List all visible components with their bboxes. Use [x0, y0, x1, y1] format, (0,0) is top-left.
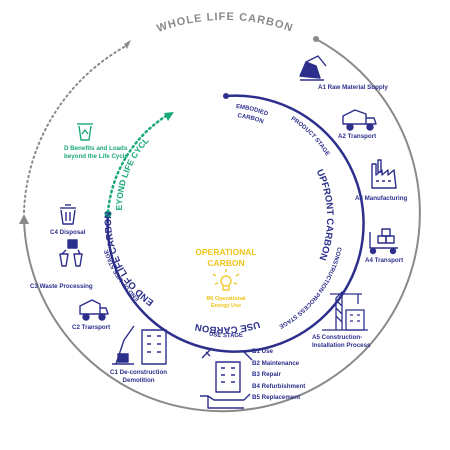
- c4-label: C4 Disposal: [50, 229, 86, 236]
- b5-label: B5 Replacement: [252, 394, 301, 401]
- lightbulb-icon: [212, 269, 240, 291]
- c1-label: C1 De-construction Demolition: [110, 369, 167, 384]
- c1-label-line2: Demolition: [122, 376, 155, 384]
- operational-label-line1: B6 Operational: [206, 296, 246, 302]
- operational-title-line1: OPERATIONAL: [195, 247, 256, 257]
- beyond-arc-start-dot: [104, 210, 112, 218]
- d-label-line2: beyond the Life Cycle: [64, 152, 128, 160]
- recycle-bin-icon: [77, 123, 93, 141]
- dump-truck-icon: [79, 299, 109, 321]
- excavator-icon: [299, 55, 327, 81]
- a1-label: A1 Raw Material Supply: [318, 84, 388, 91]
- inner-arc-start-dot: [223, 93, 229, 99]
- dotted-arc-arrowhead: [124, 40, 131, 49]
- b4-label: B4 Refurbishment: [252, 382, 306, 390]
- c1-label-line1: C1 De-construction: [110, 369, 168, 376]
- use-carbon-label: USE CARBON: [194, 318, 261, 335]
- a3-label: A3 Manufacturing: [355, 195, 408, 202]
- beyond-life-cycle-arc: [106, 114, 168, 214]
- b-labels: B1 Use B2 Maintenance B3 Repair B4 Refur…: [252, 346, 305, 404]
- inner-carbon-arc: [106, 94, 365, 353]
- factory-icon: [371, 159, 397, 189]
- dump-truck-icon: [342, 109, 377, 131]
- construction-stage-label: CONSTRUCTION PROCESS STAGE: [278, 246, 342, 329]
- outer-arc-arrowhead: [19, 214, 29, 224]
- title-arc-text: WHOLE LIFE CARBON: [155, 11, 294, 35]
- a2-label: A2 Transport: [338, 133, 377, 140]
- a4-label: A4 Transport: [365, 257, 404, 264]
- d-label: D Benefits and Loads beyond the Life Cyc…: [64, 145, 128, 160]
- product-stage-label: PRODUCT STAGE: [290, 116, 330, 157]
- c3-label: C3 Waste Processing: [30, 283, 93, 290]
- demolition-icon: [112, 325, 167, 365]
- operational-label-line2: Energy Use: [211, 303, 241, 309]
- crane-icon: [322, 291, 368, 331]
- upfront-carbon-label: UPFRONT CARBON: [314, 168, 335, 262]
- a5-label-line2: Installation Process: [312, 341, 371, 349]
- building-hand-icon: [200, 347, 253, 409]
- d-label-line1: D Benefits and Loads: [64, 145, 128, 152]
- operational-title-line2: CARBON: [207, 258, 244, 268]
- bin-icon: [60, 204, 76, 225]
- waste-processing-icon: [59, 239, 83, 267]
- b1-label: B1 Use: [252, 348, 273, 355]
- a5-label-line1: A5 Construction-: [312, 334, 363, 341]
- b3-label: B3 Repair: [252, 371, 281, 378]
- whole-life-outer-arc: [23, 38, 421, 413]
- whole-life-dotted-arc: [23, 45, 127, 213]
- beyond-arc-arrowhead: [164, 112, 174, 121]
- b2-label: B2 Maintenance: [252, 359, 300, 367]
- outer-arc-start-dot: [313, 36, 319, 42]
- c2-label: C2 Transport: [72, 324, 111, 331]
- use-stage-label: USE STAGE: [209, 332, 244, 340]
- forklift-icon: [369, 228, 398, 255]
- a5-label: A5 Construction- Installation Process: [312, 334, 370, 349]
